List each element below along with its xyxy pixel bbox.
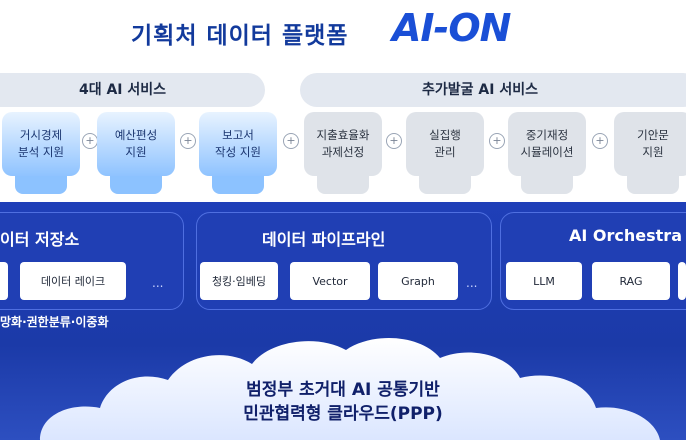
card-line: 예산편성: [114, 128, 158, 142]
plus-icon: +: [180, 133, 196, 149]
cloud-line-1: 범정부 초거대 AI 공통기반: [246, 380, 440, 400]
card-line: 기안문: [637, 128, 669, 142]
card-line: 지원: [125, 145, 147, 159]
cloud-label: 범정부 초거대 AI 공통기반 민관협력형 클라우드(PPP): [0, 378, 686, 426]
additional-services-bar: 추가발굴 AI 서비스: [300, 73, 686, 107]
card-line: 지원: [642, 145, 664, 159]
service-card-budget[interactable]: 예산편성 지원: [97, 112, 175, 176]
plus-icon: +: [386, 133, 402, 149]
pipeline-chip-chunking: 청킹·임베딩: [200, 262, 278, 300]
orchestration-chip-llm: LLM: [506, 262, 582, 300]
plus-icon: +: [489, 133, 505, 149]
card-line: 거시경제: [19, 128, 63, 142]
cloud-line-2: 민관협력형 클라우드(PPP): [243, 404, 443, 424]
plus-icon: +: [592, 133, 608, 149]
pipeline-chip-vector: Vector: [290, 262, 370, 300]
core-services-bar: 4대 AI 서비스: [0, 73, 265, 107]
storage-chip-partial: [0, 262, 8, 300]
card-line: 과제선정: [321, 145, 365, 159]
service-card-report[interactable]: 보고서 작성 지원: [199, 112, 277, 176]
ai-orchestration-title: AI Orchestra: [569, 226, 682, 245]
storage-more: ...: [152, 276, 164, 290]
plus-icon: +: [82, 133, 98, 149]
page-title: 기획처 데이터 플랫폼: [131, 23, 349, 49]
orchestration-chip-partial: [678, 262, 686, 300]
card-line: 시뮬레이션: [520, 145, 574, 159]
ai-on-logo: AI-ON: [392, 6, 511, 50]
card-line: 실집행: [429, 128, 461, 142]
plus-icon: +: [283, 133, 299, 149]
card-line: 관리: [434, 145, 456, 159]
service-card-simulation[interactable]: 중기재정 시뮬레이션: [508, 112, 586, 176]
cloud-icon: [40, 338, 660, 440]
card-line: 지출효율화: [316, 128, 370, 142]
orchestration-chip-rag: RAG: [592, 262, 670, 300]
page-header: 기획처 데이터 플랫폼 AI-ON: [0, 0, 686, 62]
data-storage-title: 이터 저장소: [0, 230, 80, 249]
card-line: 분석 지원: [18, 145, 64, 159]
storage-chip-datalake: 데이터 레이크: [20, 262, 126, 300]
pipeline-more: ...: [466, 276, 478, 290]
storage-note: 망화·권한분류·이중화: [0, 315, 109, 329]
pipeline-chip-graph: Graph: [378, 262, 458, 300]
service-card-draft[interactable]: 기안문 지원: [614, 112, 686, 176]
service-card-execution[interactable]: 실집행 관리: [406, 112, 484, 176]
additional-services-label: 추가발굴 AI 서비스: [422, 82, 538, 98]
core-services-label: 4대 AI 서비스: [78, 82, 167, 98]
service-card-efficiency[interactable]: 지출효율화 과제선정: [304, 112, 382, 176]
service-card-macro[interactable]: 거시경제 분석 지원: [2, 112, 80, 176]
card-line: 보고서: [222, 128, 254, 142]
card-line: 중기재정: [525, 128, 569, 142]
card-line: 작성 지원: [215, 145, 261, 159]
data-pipeline-title: 데이터 파이프라인: [262, 230, 386, 249]
